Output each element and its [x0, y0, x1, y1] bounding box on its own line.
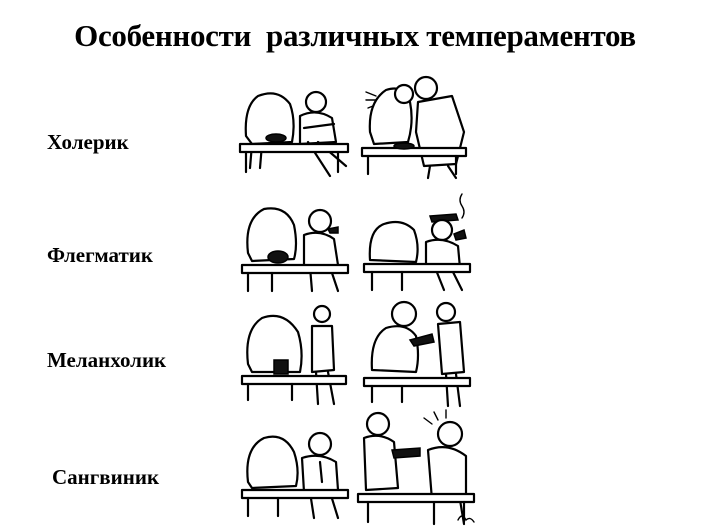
phlegmatic-after-illustration: [362, 190, 477, 295]
melancholic-before-illustration: [238, 300, 353, 412]
page-title: Особенности различных темпераментов: [74, 18, 636, 53]
label-phlegmatic: Флегматик: [47, 243, 153, 267]
melancholic-after-illustration: [362, 300, 477, 412]
label-melancholic: Меланхолик: [47, 348, 167, 372]
sanguine-after-illustration: [354, 408, 479, 528]
choleric-after-illustration: [360, 72, 475, 182]
label-choleric: Холерик: [47, 130, 129, 154]
sanguine-before-illustration: [238, 420, 353, 525]
choleric-before-illustration: [238, 76, 353, 184]
phlegmatic-before-illustration: [238, 195, 353, 295]
label-sanguine: Сангвиник: [52, 465, 160, 489]
